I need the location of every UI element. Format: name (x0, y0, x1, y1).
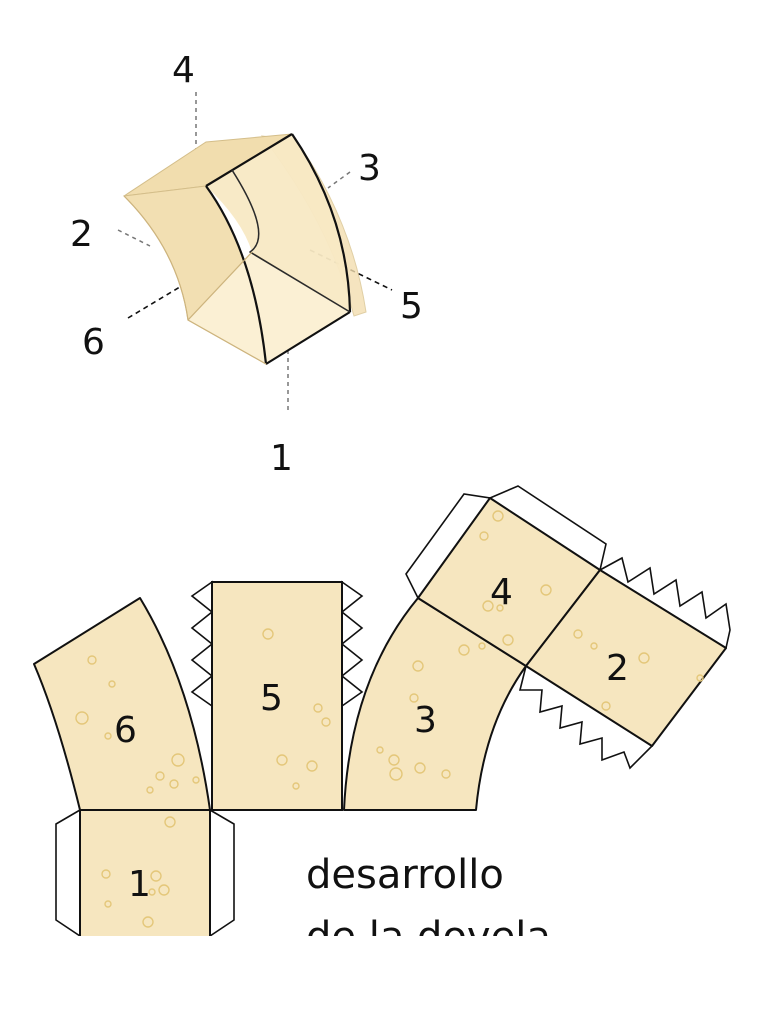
edge-bottom (265, 311, 351, 365)
tab-face1-right (209, 808, 235, 936)
net-label-4: 4 (490, 572, 513, 613)
caption-line-1: desarrollo (306, 852, 504, 898)
net-label-1: 1 (128, 864, 151, 905)
tab-face1-left (55, 808, 81, 936)
leader-right (327, 171, 351, 189)
cube-label-right: 3 (358, 148, 381, 189)
cube-label-front-right: 5 (400, 286, 423, 327)
cube-face-5 (206, 134, 350, 312)
net-face-2 (525, 569, 727, 747)
net-label-3: 3 (414, 700, 437, 741)
edge-vertical-curve (205, 185, 268, 365)
tab-face2-top (598, 556, 731, 650)
net-label-5: 5 (260, 678, 283, 719)
cube-label-front-left: 6 (82, 322, 105, 363)
leader-left (117, 229, 151, 247)
net-label-6: 6 (114, 710, 137, 751)
tab-face5-left (190, 580, 214, 708)
net-label-2: 2 (606, 648, 629, 689)
edge-front-curve (291, 133, 352, 313)
net-face-5 (211, 581, 343, 811)
edge-top-front (205, 133, 293, 187)
caption-line-2: de la dovela (306, 914, 551, 960)
voussoir-net: 6 5 3 4 2 1 desarrollo de la dovela (33, 485, 731, 960)
edge-inner (231, 169, 351, 313)
net-face-6 (33, 597, 211, 811)
cube-label-top: 4 (172, 50, 195, 91)
cube-label-bottom: 1 (270, 438, 293, 479)
tab-face2-bottom (518, 664, 654, 770)
tab-face5-right (340, 580, 364, 708)
voussoir-3d: 4 3 2 5 6 1 (70, 50, 423, 479)
stone-texture (75, 510, 704, 928)
cube-label-left: 2 (70, 214, 93, 255)
